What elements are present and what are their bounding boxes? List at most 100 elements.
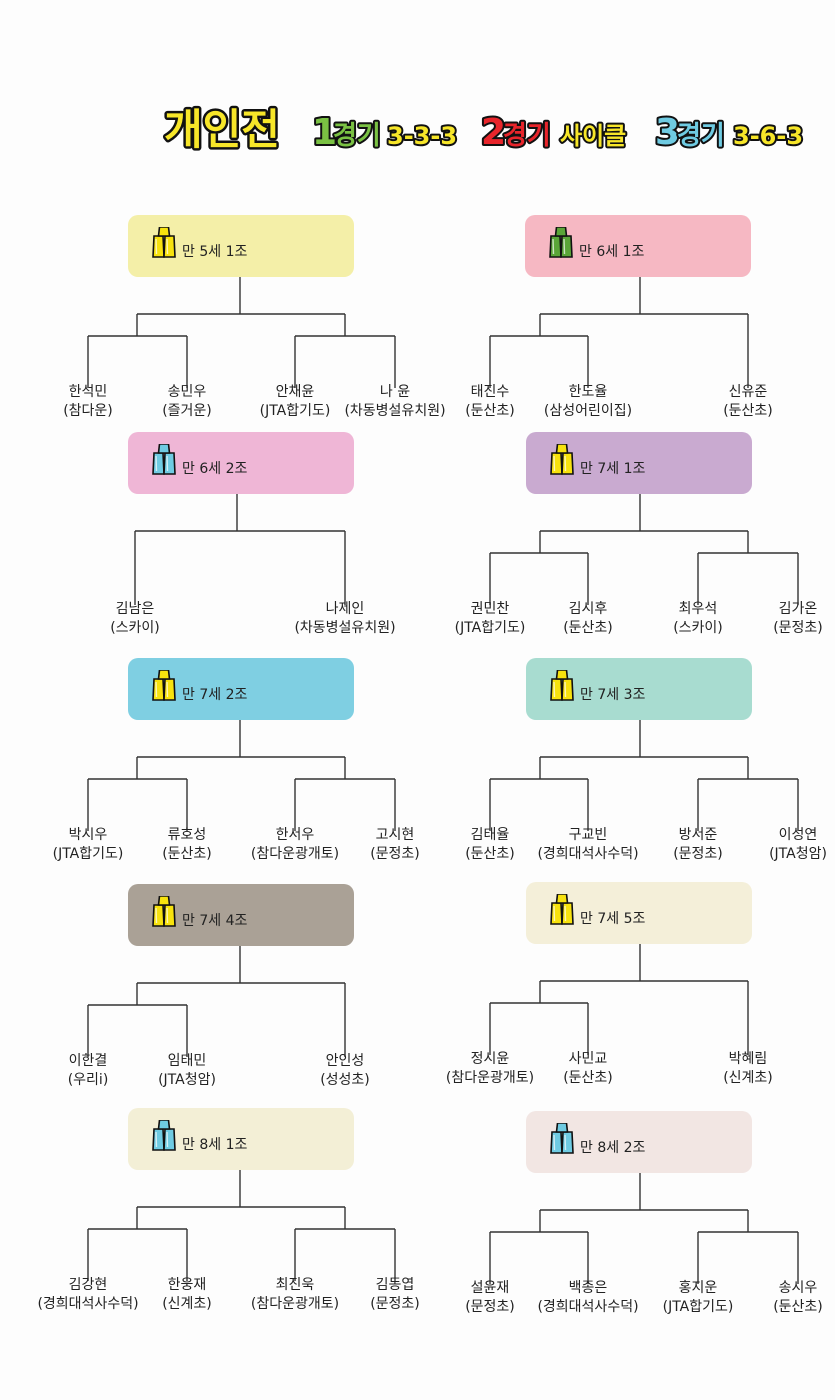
- player-entry: 박혜림 (신계초): [683, 1050, 813, 1088]
- group-10-box: 만 8세 2조: [526, 1111, 752, 1173]
- player-entry: 김남은(스카이): [70, 600, 200, 638]
- player-club: (둔산초): [723, 403, 773, 419]
- player-name: 이성연: [778, 827, 818, 843]
- player-entry: 신유준 (둔산초): [683, 383, 813, 421]
- player-club: (문정초): [465, 1299, 515, 1315]
- title-main: 개인전: [164, 105, 280, 154]
- group-9-label: 만 8세 1조: [182, 1137, 248, 1153]
- player-club: (경희대석사수덕): [37, 1296, 139, 1312]
- player-name: 류호성: [167, 827, 207, 843]
- player-entry: 김시후(둔산초): [523, 600, 653, 638]
- player-name: 김강현: [68, 1277, 108, 1293]
- player-entry: 김강현 (경희대석사수덕): [23, 1276, 153, 1314]
- player-name: 한웅재: [167, 1277, 207, 1293]
- player-club: (경희대석사수덕): [537, 846, 639, 862]
- stacking-cup-icon: [150, 443, 178, 476]
- title-game2-pattern: 사이클: [560, 122, 626, 150]
- stacking-cup-icon: [150, 226, 178, 259]
- stacking-cup-icon: [150, 895, 178, 928]
- stacking-cup-icon: [548, 669, 576, 702]
- title-game2-number: 2: [481, 112, 506, 153]
- player-name: 송시우: [778, 1280, 818, 1296]
- player-name: 안인성: [325, 1053, 365, 1069]
- player-club: (문정초): [673, 846, 723, 862]
- player-name: 신유준: [728, 384, 768, 400]
- player-entry: 한서우(참다운광개토): [230, 826, 360, 864]
- title-game2-word: 경기: [503, 121, 551, 151]
- player-club: (JTA합기도): [259, 403, 331, 419]
- player-entry: 김동엽(문정초): [330, 1276, 460, 1314]
- player-club: (경희대석사수덕): [537, 1299, 639, 1315]
- player-entry: 최우석(스카이): [633, 600, 763, 638]
- player-name: 송민우: [167, 384, 207, 400]
- player-club: (우리i): [67, 1072, 109, 1088]
- player-name: 임태민: [167, 1053, 207, 1069]
- stacking-cup-icon: [548, 1122, 576, 1155]
- player-club: (차동병설유치원): [294, 620, 396, 636]
- title-game3-number: 3: [655, 112, 680, 153]
- player-entry: 나 윤 (차동병설유치원): [330, 383, 460, 421]
- player-name: 한석민: [68, 384, 108, 400]
- player-name: 김시후: [568, 601, 608, 617]
- title-game3-pattern: 3-6-3: [733, 122, 803, 150]
- player-club: (JTA합기도): [454, 620, 526, 636]
- player-name: 백종은: [568, 1280, 608, 1296]
- player-entry: 임태민 (JTA청암): [122, 1052, 252, 1090]
- player-entry: 백종은 (경희대석사수덕): [523, 1279, 653, 1317]
- player-name: 최우석: [678, 601, 718, 617]
- player-club: (신계초): [162, 1296, 212, 1312]
- player-club: (문정초): [370, 846, 420, 862]
- player-club: (신계초): [723, 1070, 773, 1086]
- player-name: 고시현: [375, 827, 415, 843]
- player-club: (둔산초): [563, 1070, 613, 1086]
- player-club: (성성초): [320, 1072, 370, 1088]
- group-8-box: 만 7세 5조: [526, 882, 752, 944]
- group-4-box: 만 7세 1조: [526, 432, 752, 494]
- player-name: 김동엽: [375, 1277, 415, 1293]
- group-3-box: 만 6세 2조: [128, 432, 354, 494]
- player-name: 김가온: [778, 601, 818, 617]
- player-entry: 고시현 (문정초): [330, 826, 460, 864]
- player-entry: 한석민 (참다운): [23, 383, 153, 421]
- title-game1-word: 경기: [333, 121, 381, 151]
- player-club: (문정초): [773, 620, 823, 636]
- player-entry: 안채윤 (JTA합기도): [230, 383, 360, 421]
- group-7-box: 만 7세 4조: [128, 884, 354, 946]
- player-name: 안채윤: [275, 384, 315, 400]
- player-entry: 홍지운(JTA합기도): [633, 1279, 763, 1317]
- title-game1-number: 1: [312, 112, 337, 153]
- player-name: 김남은: [115, 601, 155, 617]
- player-club: (참다운): [63, 403, 113, 419]
- player-name: 사민교: [568, 1051, 608, 1067]
- player-club: (둔산초): [465, 403, 515, 419]
- group-8-label: 만 7세 5조: [580, 911, 646, 927]
- player-name: 박시우: [68, 827, 108, 843]
- player-club: (JTA청암): [158, 1072, 216, 1088]
- player-entry: 류호성(둔산초): [122, 826, 252, 864]
- group-4-label: 만 7세 1조: [580, 461, 646, 477]
- player-entry: 김가온 (문정초): [733, 600, 835, 638]
- player-club: (즐거운): [162, 403, 212, 419]
- group-7-label: 만 7세 4조: [182, 913, 248, 929]
- player-club: (삼성어린이집): [543, 403, 633, 419]
- player-entry: 사민교 (둔산초): [523, 1050, 653, 1088]
- player-name: 최진욱: [275, 1277, 315, 1293]
- player-entry: 한도율 (삼성어린이집): [523, 383, 653, 421]
- group-3-label: 만 6세 2조: [182, 461, 248, 477]
- player-club: (둔산초): [465, 846, 515, 862]
- player-name: 나 윤: [379, 384, 411, 400]
- player-name: 권민찬: [470, 601, 510, 617]
- player-club: (참다운광개토): [445, 1070, 535, 1086]
- player-name: 홍지운: [678, 1280, 718, 1296]
- player-name: 한도율: [568, 384, 608, 400]
- player-name: 태진수: [470, 384, 510, 400]
- player-club: (JTA합기도): [52, 846, 124, 862]
- player-name: 김태율: [470, 827, 510, 843]
- player-name: 설윤재: [470, 1280, 510, 1296]
- player-name: 박혜림: [728, 1051, 768, 1067]
- group-6-label: 만 7세 3조: [580, 687, 646, 703]
- group-10-label: 만 8세 2조: [580, 1140, 646, 1156]
- player-club: (참다운광개토): [250, 1296, 340, 1312]
- player-club: (차동병설유치원): [344, 403, 446, 419]
